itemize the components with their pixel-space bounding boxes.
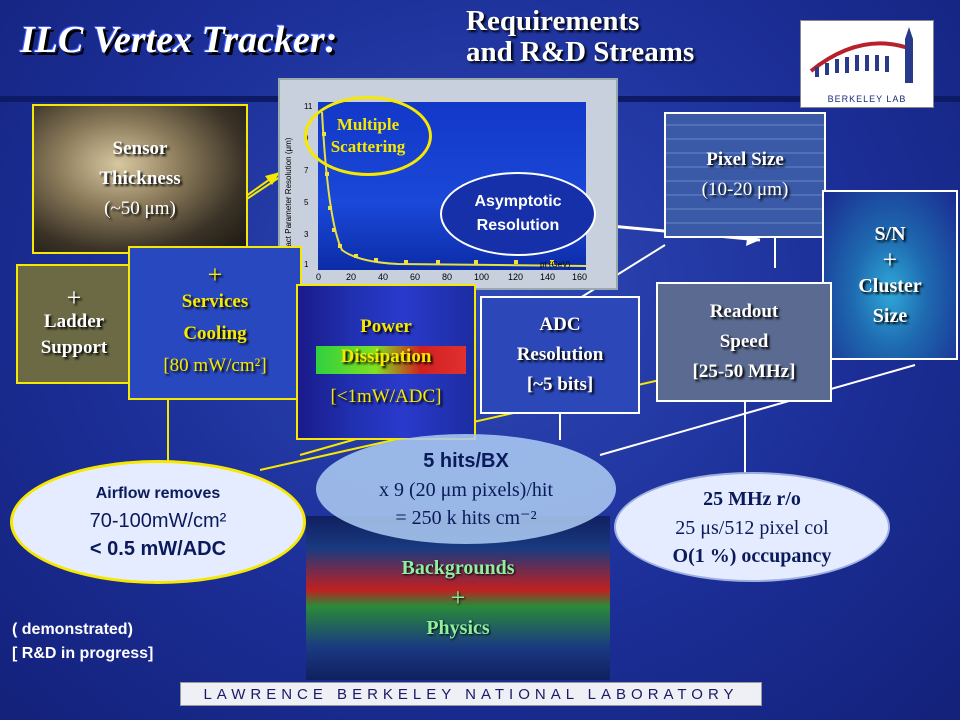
- airflow-ellipse: Airflow removes 70-100mW/cm² < 0.5 mW/AD…: [10, 460, 306, 584]
- pixel-size-box: Pixel Size (10-20 μm): [664, 112, 826, 238]
- y-axis-label: Impact Parameter Resolution (μm): [284, 137, 293, 260]
- hits-ellipse: 5 hits/BX x 9 (20 μm pixels)/hit = 250 k…: [316, 434, 616, 544]
- page-subtitle: Requirements and R&D Streams: [466, 5, 695, 68]
- page-title: ILC Vertex Tracker:: [20, 19, 338, 61]
- sensor-thickness-box: Sensor Thickness (~50 μm): [32, 104, 248, 254]
- power-map: [316, 346, 466, 374]
- readout-speed-box: Readout Speed [25-50 MHz]: [656, 282, 832, 402]
- berkeley-lab-logo: BERKELEY LAB: [800, 20, 934, 108]
- multiple-scattering-label: Multiple Scattering: [304, 96, 432, 176]
- x-axis-ticks: 0 20 40 60 80 100 120 140 160: [316, 272, 588, 282]
- footer-banner: LAWRENCE BERKELEY NATIONAL LABORATORY: [180, 682, 762, 706]
- logo-text: BERKELEY LAB: [827, 94, 907, 104]
- power-dissipation-box: Power Dissipation [<1mW/ADC]: [296, 284, 476, 440]
- footnote: ( demonstrated) [ R&D in progress]: [12, 621, 154, 662]
- readout-rate-ellipse: 25 MHz r/o 25 μs/512 pixel col O(1 %) oc…: [614, 472, 890, 582]
- x-axis-label: pt (GeV): [540, 260, 571, 269]
- ladder-support-box: + Ladder Support: [16, 264, 132, 384]
- asymptotic-resolution-label: Asymptotic Resolution: [440, 172, 596, 256]
- adc-resolution-box: ADC Resolution [~5 bits]: [480, 296, 640, 414]
- sn-cluster-size-box: S/N + Cluster Size: [822, 190, 958, 360]
- logo-graphic-icon: [809, 27, 913, 83]
- services-cooling-box: + Services Cooling [80 mW/cm²]: [128, 246, 302, 400]
